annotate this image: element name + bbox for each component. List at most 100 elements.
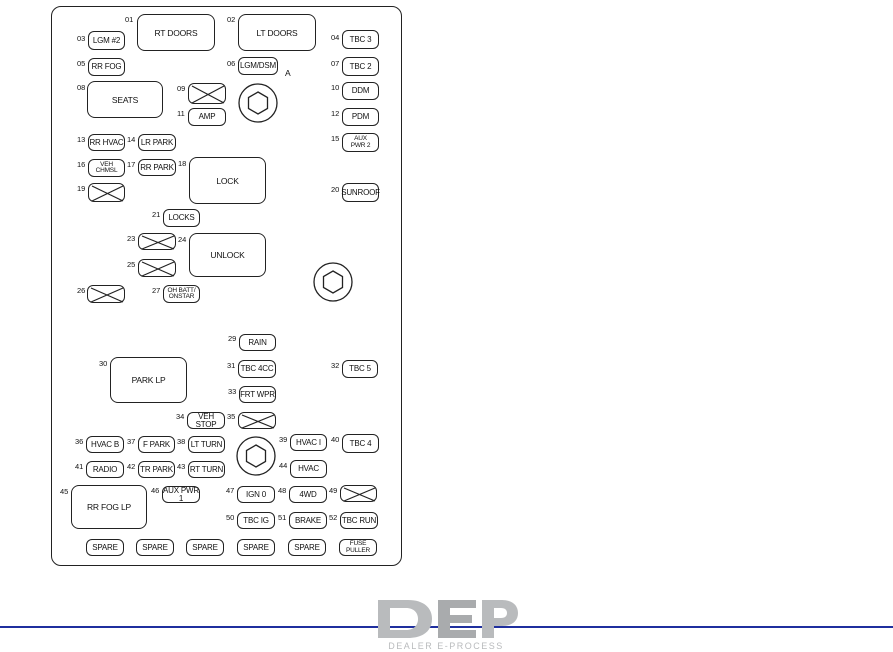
fuse-05-rr-fog: RR FOG: [88, 58, 125, 76]
empty-fuse-slot-09: [188, 83, 226, 104]
empty-slot-x-icon: [343, 487, 376, 502]
fuse-number-05: 05: [77, 59, 86, 68]
fuse-06-lgm-dsm: LGM/DSM: [238, 57, 278, 75]
fuse-12-pdm: PDM: [342, 108, 379, 126]
fuse-number-34: 34: [176, 412, 185, 421]
fuse-33-frt-wpr: FRT WPR: [239, 386, 276, 403]
fuse-number-02: 02: [227, 15, 236, 24]
mounting-stud-right-icon: [313, 262, 353, 302]
fuse-number-37: 37: [127, 437, 136, 446]
fuse-number-39: 39: [279, 435, 288, 444]
fuse-number-25: 25: [127, 260, 136, 269]
fuse-number-19: 19: [77, 184, 86, 193]
fuse-34-veh-stop: VEH STOP: [187, 412, 225, 429]
fuse-number-29: 29: [228, 334, 237, 343]
empty-fuse-slot-19: [88, 183, 125, 202]
spare-fuse-1: SPARE: [86, 539, 124, 556]
fuse-number-44: 44: [279, 461, 288, 470]
fuse-52-tbc-run: TBC RUN: [340, 512, 378, 529]
fuse-11-amp: AMP: [188, 108, 226, 126]
fuse-number-07: 07: [331, 59, 340, 68]
dep-logo-mark: [378, 600, 518, 638]
fuse-07-tbc-2: TBC 2: [342, 57, 379, 76]
empty-fuse-slot-35: [238, 412, 276, 429]
fuse-13-rr-hvac: RR HVAC: [88, 134, 125, 151]
fuse-31-tbc-4cc: TBC 4CC: [238, 360, 276, 378]
fuse-41-radio: RADIO: [86, 461, 124, 478]
fuse-44-hvac: HVAC: [290, 460, 327, 478]
empty-slot-x-icon: [91, 185, 124, 202]
fuse-number-47: 47: [226, 486, 235, 495]
fuse-46-aux-pwr-1: AUX PWR 1: [162, 485, 200, 503]
fuse-number-01: 01: [125, 15, 134, 24]
fuse-number-04: 04: [331, 33, 340, 42]
fuse-18-lock: LOCK: [189, 157, 266, 204]
fuse-02-lt-doors: LT DOORS: [238, 14, 316, 51]
fuse-number-23: 23: [127, 234, 136, 243]
fuse-32-tbc-5: TBC 5: [342, 360, 378, 378]
fuse-number-52: 52: [329, 513, 338, 522]
fuse-36-hvac-b: HVAC B: [86, 436, 124, 453]
fuse-38-lt-turn: LT TURN: [188, 436, 225, 453]
fuse-42-tr-park: TR PARK: [138, 461, 175, 478]
fuse-number-35: 35: [227, 412, 236, 421]
fuse-08-seats: SEATS: [87, 81, 163, 118]
fuse-number-42: 42: [127, 462, 136, 471]
empty-fuse-slot-25: [138, 259, 176, 277]
fuse-number-48: 48: [278, 486, 287, 495]
fuse-number-49: 49: [329, 486, 338, 495]
empty-fuse-slot-23: [138, 233, 176, 250]
fuse-10-ddm: DDM: [342, 82, 379, 100]
fuse-number-24: 24: [178, 235, 187, 244]
fuse-number-09: 09: [177, 84, 186, 93]
spare-fuse-4: SPARE: [237, 539, 275, 556]
spare-fuse-2: SPARE: [136, 539, 174, 556]
empty-slot-x-icon: [141, 261, 175, 277]
empty-slot-x-icon: [191, 85, 225, 104]
fuse-37-f-park: F PARK: [138, 436, 175, 453]
fuse-21-locks: LOCKS: [163, 209, 200, 227]
fuse-number-38: 38: [177, 437, 186, 446]
fuse-number-30: 30: [99, 359, 108, 368]
dep-logo: DEALER E-PROCESS: [378, 600, 518, 651]
spare-fuse-5: SPARE: [288, 539, 326, 556]
fuse-15-aux-pwr-2: AUX PWR 2: [342, 133, 379, 152]
empty-slot-x-icon: [241, 414, 275, 429]
fuse-number-43: 43: [177, 462, 186, 471]
fuse-number-16: 16: [77, 160, 86, 169]
mounting-stud-top-icon: [238, 83, 278, 123]
fuse-number-20: 20: [331, 185, 340, 194]
fuse-number-26: 26: [77, 286, 86, 295]
fuse-number-17: 17: [127, 160, 136, 169]
empty-slot-x-icon: [141, 235, 175, 250]
fuse-number-51: 51: [278, 513, 287, 522]
fuse-39-hvac-i: HVAC I: [290, 434, 327, 451]
fuse-number-45: 45: [60, 487, 69, 496]
fuse-number-31: 31: [227, 361, 236, 370]
fuse-number-18: 18: [178, 159, 187, 168]
fuse-number-12: 12: [331, 109, 340, 118]
fuse-27-oh-batt-onstar: OH BATT/ ONSTAR: [163, 285, 200, 303]
fuse-30-park-lp: PARK LP: [110, 357, 187, 403]
fuse-16-veh-chmsl: VEH CHMSL: [88, 159, 125, 177]
fuse-14-lr-park: LR PARK: [138, 134, 176, 151]
fuse-puller: FUSE PULLER: [339, 539, 377, 556]
empty-fuse-slot-49: [340, 485, 377, 502]
fuse-number-50: 50: [226, 513, 235, 522]
fuse-45-rr-fog-lp: RR FOG LP: [71, 485, 147, 529]
fuse-20-sunroof: SUNROOF: [341, 183, 380, 202]
fuse-50-tbc-ig: TBC IG: [237, 512, 275, 529]
fuse-number-21: 21: [152, 210, 161, 219]
fuse-number-46: 46: [151, 486, 160, 495]
fuse-40-tbc-4: TBC 4: [342, 434, 379, 453]
fuse-number-36: 36: [75, 437, 84, 446]
fuse-04-tbc-3: TBC 3: [342, 30, 379, 49]
fuse-17-rr-park: RR PARK: [138, 159, 176, 176]
empty-slot-x-icon: [90, 287, 124, 303]
fuse-number-10: 10: [331, 83, 340, 92]
mounting-stud-bottom-icon: [236, 436, 276, 476]
fuse-number-14: 14: [127, 135, 136, 144]
fuse-number-33: 33: [228, 387, 237, 396]
fuse-number-32: 32: [331, 361, 340, 370]
fuse-number-27: 27: [152, 286, 161, 295]
